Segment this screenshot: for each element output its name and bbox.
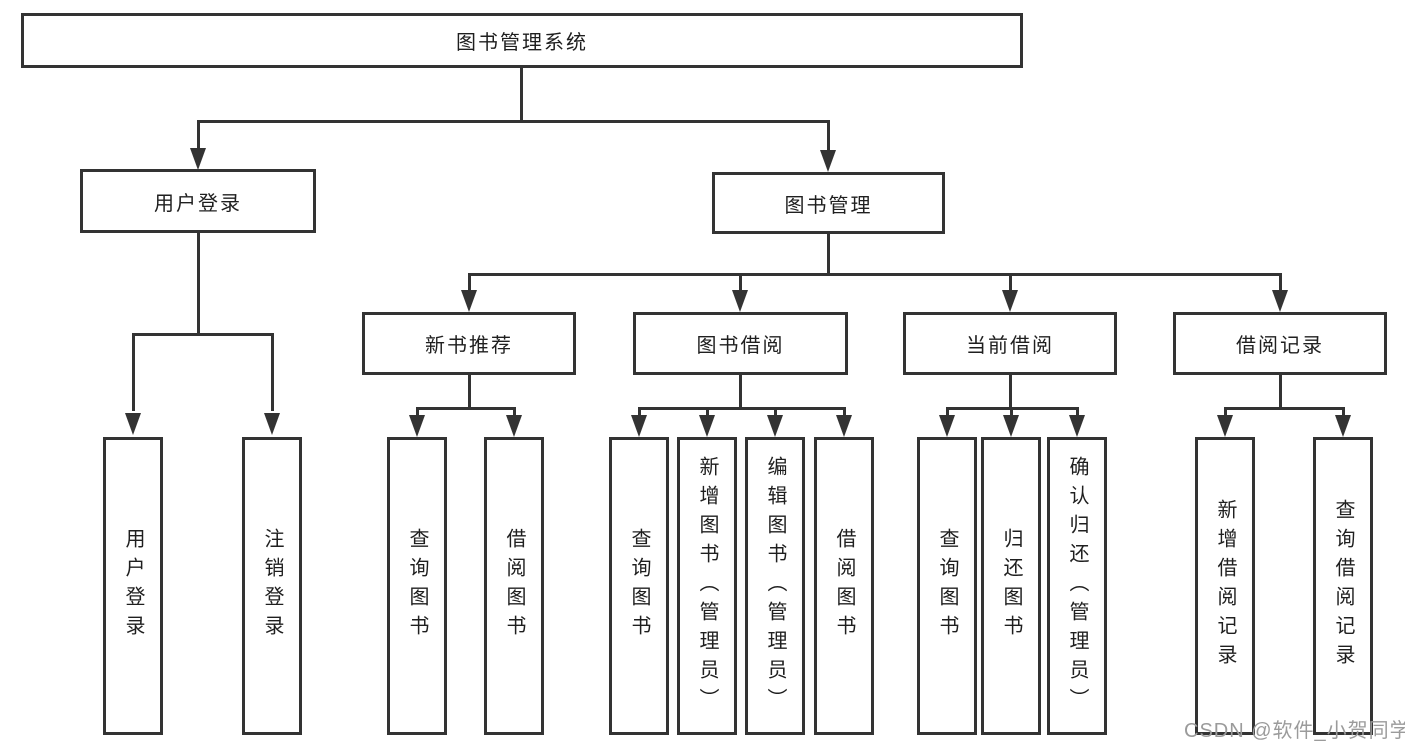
node-book-management: 图书管理 — [712, 172, 945, 234]
node-user-login: 用户登录 — [80, 169, 316, 233]
edge-current-borrow-stem — [1009, 375, 1012, 407]
node-label: 借阅图书 — [503, 528, 525, 644]
node-book-borrow: 图书借阅 — [633, 312, 848, 375]
node-label: 归还图书 — [1000, 528, 1022, 644]
edge-new-book-stem — [468, 375, 471, 407]
edge-user-login-stem — [197, 233, 200, 333]
edge-to-leaf — [706, 407, 709, 415]
leaf-query-books-borrow: 查询图书 — [609, 437, 669, 735]
node-label: 新增借阅记录 — [1214, 499, 1236, 673]
edge-to-current-borrow — [1009, 273, 1012, 290]
leaf-logout: 注销登录 — [242, 437, 302, 735]
arrowhead-icon — [409, 415, 425, 437]
node-current-borrow: 当前借阅 — [903, 312, 1117, 375]
edge-to-leaf — [416, 407, 419, 415]
leaf-add-books-admin: 新增图书（管理员） — [677, 437, 737, 735]
node-label: 查询借阅记录 — [1332, 499, 1354, 673]
leaf-query-books-recommend: 查询图书 — [387, 437, 447, 735]
arrowhead-icon — [125, 413, 141, 435]
node-label: 借阅图书 — [833, 528, 855, 644]
edge-book-management-stem — [827, 234, 830, 273]
leaf-return-books: 归还图书 — [981, 437, 1041, 735]
node-system-root: 图书管理系统 — [21, 13, 1023, 68]
node-label: 确认归还（管理员） — [1066, 455, 1088, 717]
edge-to-leaf — [513, 407, 516, 415]
edge-to-leaf — [1342, 407, 1345, 415]
csdn-watermark: CSDN @软件_小贺同学 — [1184, 720, 1405, 742]
arrowhead-icon — [461, 290, 477, 312]
arrowhead-icon — [506, 415, 522, 437]
edge-to-leaf — [638, 407, 641, 415]
arrowhead-icon — [1217, 415, 1233, 437]
node-label: 当前借阅 — [966, 335, 1054, 357]
arrowhead-icon — [264, 413, 280, 435]
arrowhead-icon — [820, 150, 836, 172]
edge-to-leaf — [1224, 407, 1227, 415]
edge-to-leaf — [843, 407, 846, 415]
node-label: 注销登录 — [261, 528, 283, 644]
edge-borrow-record-stem — [1279, 375, 1282, 407]
leaf-borrow-books-recommend: 借阅图书 — [484, 437, 544, 735]
edge-to-book-borrow — [739, 273, 742, 290]
arrowhead-icon — [836, 415, 852, 437]
leaf-query-borrow-record: 查询借阅记录 — [1313, 437, 1373, 735]
edge-to-leaf — [1010, 407, 1013, 415]
node-label: 借阅记录 — [1236, 335, 1324, 357]
node-label: 查询图书 — [936, 528, 958, 644]
arrowhead-icon — [631, 415, 647, 437]
edge-to-leaf — [132, 333, 135, 411]
arrowhead-icon — [190, 148, 206, 170]
node-borrow-record: 借阅记录 — [1173, 312, 1387, 375]
node-label: 图书借阅 — [696, 335, 785, 357]
edge-root-stem — [520, 68, 523, 120]
node-new-book-recommend: 新书推荐 — [362, 312, 576, 375]
arrowhead-icon — [1069, 415, 1085, 437]
edge-to-leaf — [271, 333, 274, 411]
arrowhead-icon — [732, 290, 748, 312]
arrowhead-icon — [939, 415, 955, 437]
node-label: 查询图书 — [628, 528, 650, 644]
arrowhead-icon — [699, 415, 715, 437]
edge-to-leaf — [1076, 407, 1079, 415]
arrowhead-icon — [1335, 415, 1351, 437]
edge-user-login-rail — [132, 333, 273, 336]
arrowhead-icon — [1003, 415, 1019, 437]
edge-to-leaf — [946, 407, 949, 415]
leaf-add-borrow-record: 新增借阅记录 — [1195, 437, 1255, 735]
node-label: 用户登录 — [122, 528, 144, 644]
leaf-edit-books-admin: 编辑图书（管理员） — [745, 437, 805, 735]
arrowhead-icon — [767, 415, 783, 437]
edge-to-borrow-record — [1279, 273, 1282, 290]
leaf-user-login: 用户登录 — [103, 437, 163, 735]
edge-level3-rail — [468, 273, 1281, 276]
node-label: 图书管理系统 — [456, 32, 588, 54]
edge-new-book-rail — [416, 407, 515, 410]
node-label: 用户登录 — [154, 192, 242, 215]
arrowhead-icon — [1002, 290, 1018, 312]
edge-book-borrow-stem — [739, 375, 742, 407]
node-label: 新增图书（管理员） — [696, 455, 718, 717]
edge-level1-rail — [197, 120, 829, 123]
edge-borrow-record-rail — [1224, 407, 1344, 410]
node-label: 查询图书 — [406, 528, 428, 644]
node-label: 新书推荐 — [425, 335, 513, 357]
edge-to-book-management — [827, 120, 830, 150]
node-label: 图书管理 — [784, 194, 873, 217]
leaf-query-books-current: 查询图书 — [917, 437, 977, 735]
edge-book-borrow-rail — [638, 407, 845, 410]
edge-to-new-book — [468, 273, 471, 290]
leaf-confirm-return-admin: 确认归还（管理员） — [1047, 437, 1107, 735]
node-label: 编辑图书（管理员） — [764, 455, 786, 717]
edge-to-user-login — [197, 120, 200, 150]
edge-to-leaf — [774, 407, 777, 415]
arrowhead-icon — [1272, 290, 1288, 312]
leaf-borrow-books: 借阅图书 — [814, 437, 874, 735]
